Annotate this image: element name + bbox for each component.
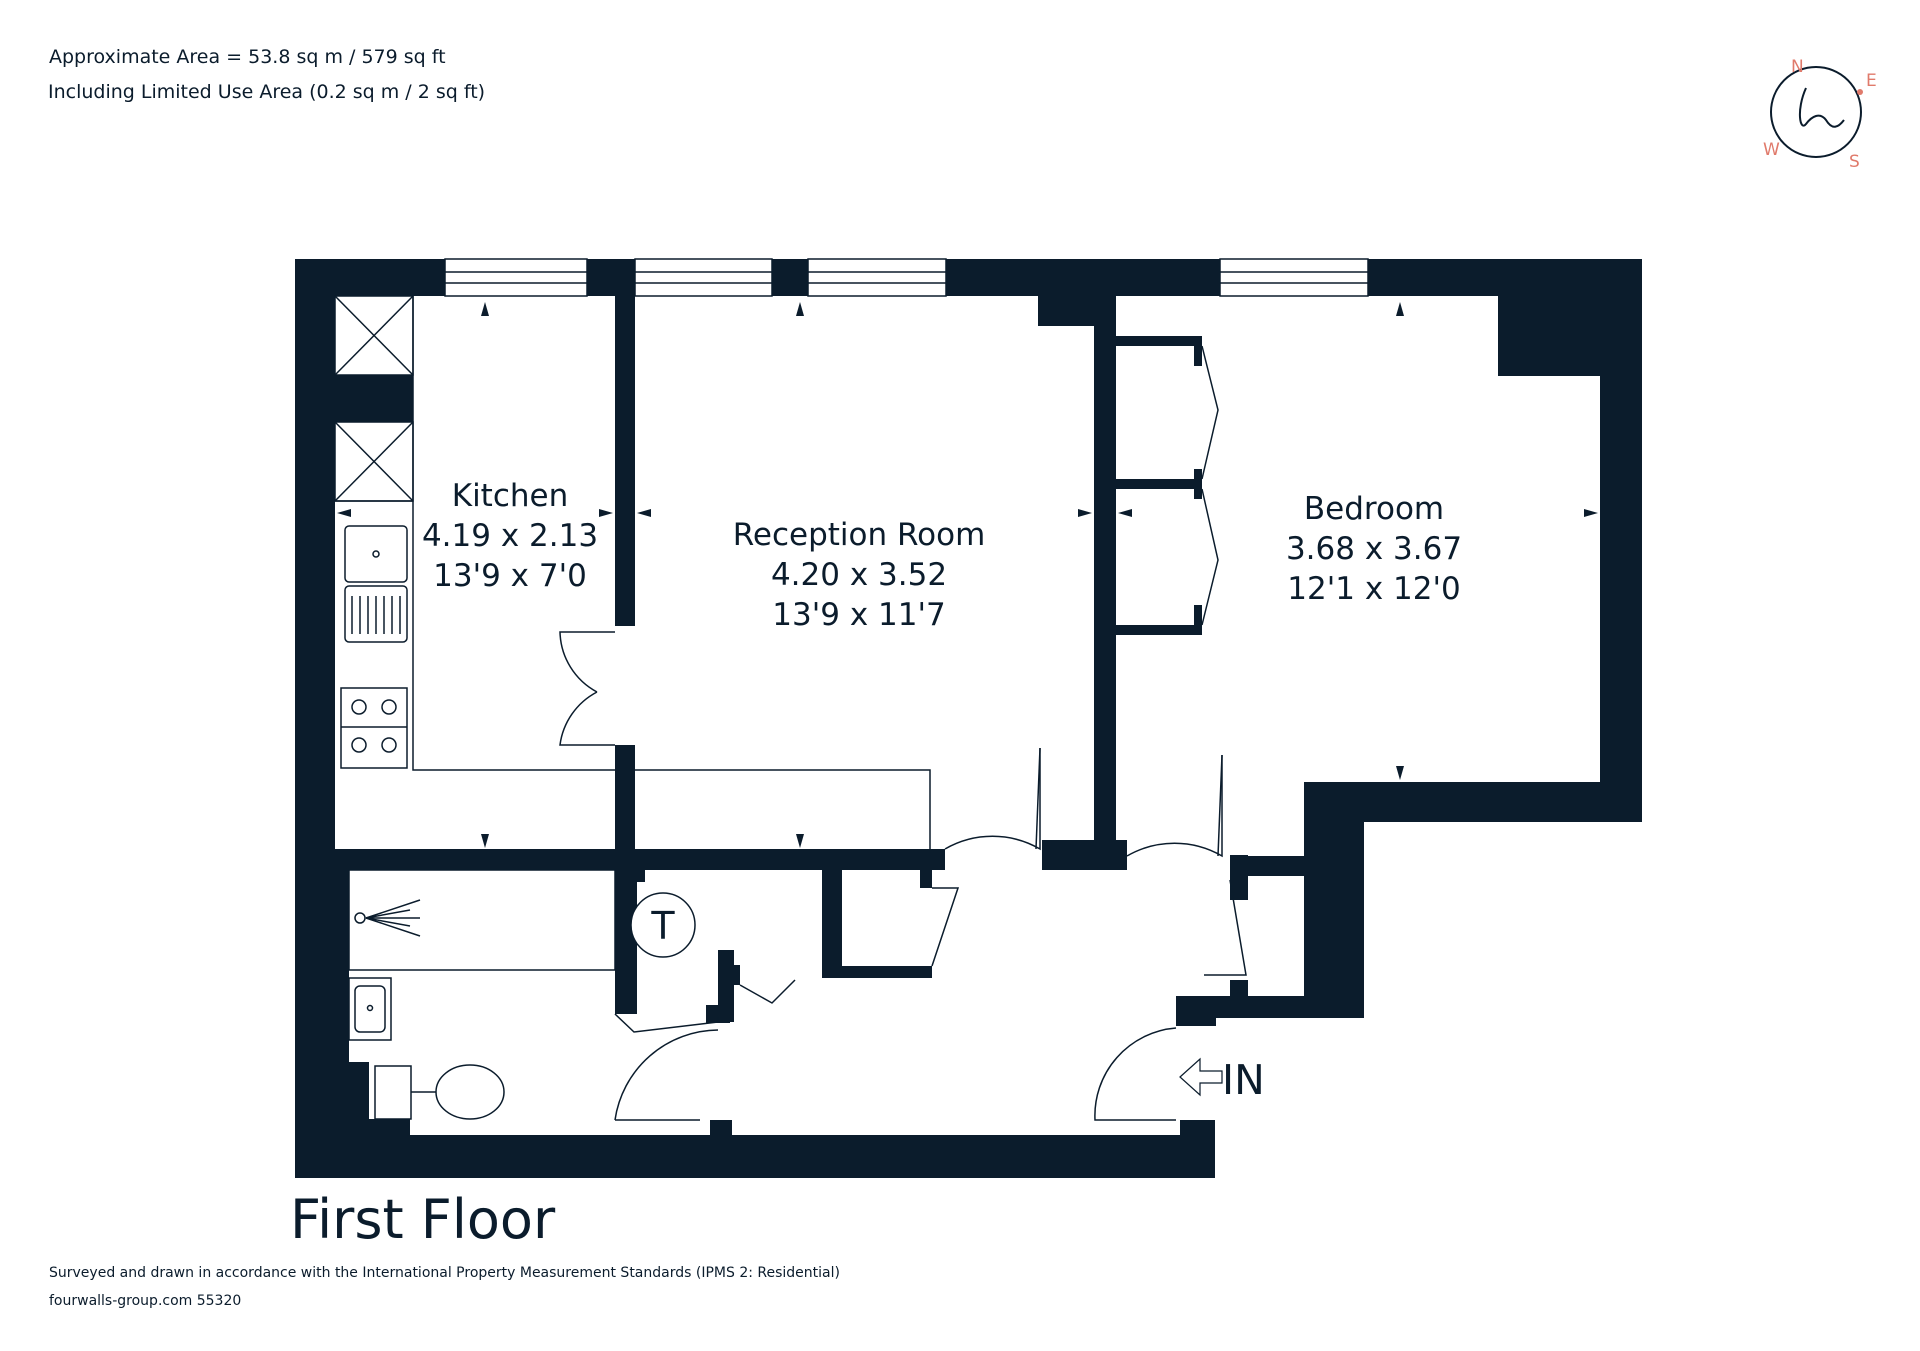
kitchen-fittings bbox=[334, 295, 615, 771]
kitchen-imperial: 13'9 x 7'0 bbox=[433, 558, 587, 594]
tank-symbol: T bbox=[630, 892, 696, 958]
reference-note: fourwalls-group.com 55320 bbox=[49, 1293, 242, 1309]
wardrobes bbox=[1116, 336, 1219, 635]
reception-imperial: 13'9 x 11'7 bbox=[772, 597, 945, 633]
kitchen-name: Kitchen bbox=[452, 478, 569, 514]
bathroom-fittings bbox=[348, 869, 616, 1120]
dimension-markers bbox=[337, 302, 1598, 848]
standards-note: Surveyed and drawn in accordance with th… bbox=[49, 1265, 840, 1281]
room-bedroom: Bedroom 3.68 x 3.67 12'1 x 12'0 bbox=[1286, 491, 1462, 607]
entrance-arrow-icon: IN bbox=[1179, 1056, 1265, 1104]
room-reception: Reception Room 4.20 x 3.52 13'9 x 11'7 bbox=[733, 517, 986, 633]
reception-name: Reception Room bbox=[733, 517, 986, 553]
compass-south: S bbox=[1849, 152, 1860, 172]
reception-unit bbox=[635, 769, 931, 849]
walls bbox=[295, 259, 1642, 1178]
compass-icon: N E W S bbox=[1763, 57, 1877, 172]
doors bbox=[559, 631, 1247, 1121]
compass-west: W bbox=[1763, 140, 1780, 160]
compass-east: E bbox=[1866, 71, 1877, 91]
compass-north: N bbox=[1791, 57, 1804, 77]
tank-label: T bbox=[650, 904, 675, 948]
reception-metric: 4.20 x 3.52 bbox=[771, 557, 947, 593]
bedroom-name: Bedroom bbox=[1304, 491, 1444, 527]
bedroom-metric: 3.68 x 3.67 bbox=[1286, 531, 1462, 567]
entrance-label: IN bbox=[1222, 1056, 1265, 1104]
windows bbox=[444, 258, 1369, 297]
bedroom-imperial: 12'1 x 12'0 bbox=[1287, 571, 1460, 607]
room-kitchen: Kitchen 4.19 x 2.13 13'9 x 7'0 bbox=[422, 478, 598, 594]
approximate-area-text: Approximate Area = 53.8 sq m / 579 sq ft bbox=[49, 46, 446, 68]
limited-use-area-text: Including Limited Use Area (0.2 sq m / 2… bbox=[48, 81, 486, 103]
kitchen-metric: 4.19 x 2.13 bbox=[422, 518, 598, 554]
floor-title: First Floor bbox=[290, 1188, 556, 1251]
